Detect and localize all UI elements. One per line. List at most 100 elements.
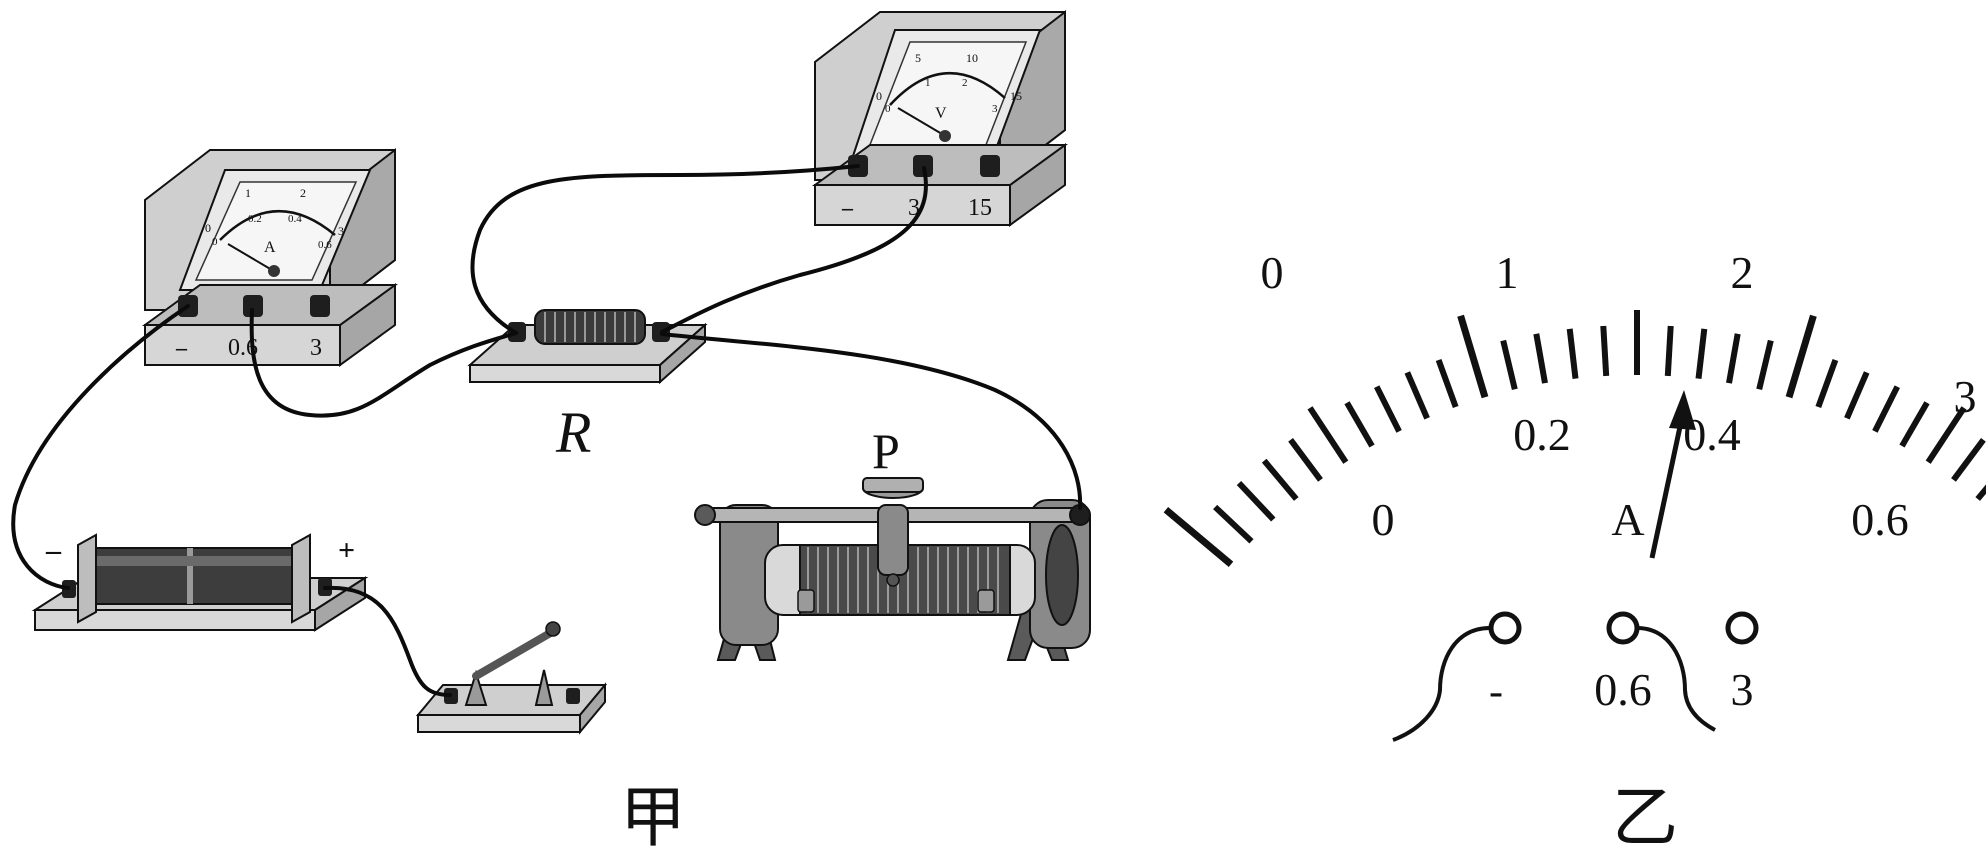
- meter-symbol: A: [1611, 494, 1644, 545]
- ammeter-terminal-label-minus: –: [175, 335, 188, 360]
- scale-tick: [1344, 401, 1375, 448]
- scale-bottom-label-3: 0.6: [1851, 494, 1909, 545]
- scale-tick: [1600, 325, 1610, 377]
- voltmeter-scale-top-3: 15: [1010, 89, 1022, 103]
- ammeter-pivot: [268, 265, 280, 277]
- scale-tick: [1785, 314, 1817, 399]
- scale-tick: [1163, 507, 1234, 567]
- scale-tick: [1236, 481, 1276, 522]
- wire-battery-to-switch: [323, 585, 452, 697]
- scale-top-label-3: 3: [1954, 371, 1977, 422]
- figure-a: 0 1 2 3 0 0.2 0.4 0.6 A – 0.6 3: [11, 9, 1091, 855]
- scale-tick: [1566, 328, 1579, 379]
- lead-wire-minus: [1392, 626, 1491, 742]
- voltmeter-scale-bottom-0: 0: [885, 103, 891, 115]
- scale-tick: [1457, 314, 1489, 399]
- terminal-label-0-6: 0.6: [1594, 664, 1652, 715]
- circuit-wires: [11, 164, 1083, 697]
- scale-tick: [1288, 438, 1323, 482]
- wire-voltmeter-to-resistor: [660, 166, 928, 334]
- battery-device: – +: [31, 533, 369, 632]
- scale-tick: [1815, 358, 1839, 409]
- scale-tick: [1899, 401, 1930, 448]
- ammeter-device: 0 1 2 3 0 0.2 0.4 0.6 A – 0.6 3: [141, 147, 399, 367]
- wire-resistor-to-voltmeter-minus: [470, 164, 860, 335]
- scale-top-label-1: 1: [1496, 247, 1519, 298]
- scale-tick: [1404, 371, 1430, 420]
- voltmeter-scale-bottom-3: 3: [992, 103, 998, 115]
- lead-wire-0-6: [1636, 626, 1716, 732]
- switch-lever: [472, 628, 556, 680]
- terminal-minus: [1488, 611, 1522, 645]
- terminal-label-3: 3: [1731, 664, 1754, 715]
- ammeter-terminal-3: [310, 295, 330, 317]
- scale-tick: [1533, 333, 1548, 384]
- scale-tick: [1664, 325, 1674, 377]
- scale-tick: [1500, 339, 1518, 390]
- scale-top-label-2: 2: [1731, 247, 1754, 298]
- ammeter-scale-top-2: 2: [300, 186, 306, 200]
- resistor-coil: [534, 309, 646, 345]
- scale-tick: [1307, 406, 1349, 464]
- figure-b-caption: 乙: [1612, 782, 1678, 855]
- battery-plus-label: +: [338, 534, 355, 567]
- voltmeter-scale-top-0: 0: [876, 89, 882, 103]
- ammeter-scale-bottom-2: 0.4: [288, 213, 302, 225]
- ammeter-scale-bottom-3: 0.6: [318, 239, 332, 251]
- ammeter-terminal-label-3: 3: [310, 335, 322, 361]
- scale-tick: [1435, 358, 1459, 409]
- scale-tick: [1951, 438, 1986, 482]
- voltmeter-pivot: [939, 130, 951, 142]
- scale-tick: [1261, 458, 1299, 501]
- scale-tick: [1726, 333, 1741, 384]
- voltmeter-device: 0 5 10 15 0 1 2 3 V – 3 15: [811, 9, 1069, 227]
- scale-bottom-label-1: 0.2: [1513, 409, 1571, 460]
- scale-tick: [1975, 484, 1986, 501]
- ammeter-terminal-0-6: [243, 295, 263, 317]
- voltmeter-scale-bottom-2: 2: [962, 77, 968, 89]
- scale-tick: [1213, 504, 1254, 544]
- wire-ammeter-to-battery: [11, 304, 190, 590]
- scale-tick: [1374, 385, 1402, 433]
- ammeter-scale-top-0: 0: [205, 221, 211, 235]
- voltmeter-symbol: V: [935, 105, 947, 122]
- scale-bottom-label-2: 0.4: [1683, 409, 1741, 460]
- scale-tick: [1695, 328, 1708, 379]
- rheostat-device: P: [694, 423, 1091, 661]
- terminal-3: [1725, 611, 1759, 645]
- switch-device: [415, 621, 608, 735]
- ammeter-scale-top-3: 3: [338, 224, 344, 238]
- voltmeter-needle: [897, 107, 943, 135]
- scale-bottom-label-0: 0: [1372, 494, 1395, 545]
- resistor-device: R: [467, 309, 708, 465]
- resistor-label: R: [555, 400, 591, 465]
- ammeter-needle: [227, 243, 273, 271]
- voltmeter-scale-top-1: 5: [915, 51, 921, 65]
- switch-terminal-right: [566, 688, 580, 704]
- meter-pointer: [1649, 390, 1696, 559]
- ammeter-scale-top-1: 1: [245, 186, 251, 200]
- scale-tick: [1872, 385, 1900, 433]
- voltmeter-terminal-label-15: 15: [968, 195, 992, 221]
- voltmeter-scale-top-2: 10: [966, 51, 978, 65]
- wire-ammeter-to-resistor: [249, 308, 518, 418]
- scale-tick: [1844, 371, 1870, 420]
- ammeter-scale-bottom-1: 0.2: [248, 213, 262, 225]
- voltmeter-scale-bottom-1: 1: [925, 77, 931, 89]
- rheostat-slider: [877, 504, 909, 576]
- scale-tick: [1756, 339, 1774, 390]
- figure-a-caption: 甲: [620, 782, 686, 855]
- scale-top-label-0: 0: [1261, 247, 1284, 298]
- battery-minus-label: –: [45, 534, 62, 567]
- terminal-label-minus: -: [1489, 669, 1503, 715]
- voltmeter-terminal-label-minus: –: [841, 195, 854, 220]
- meter-scale: [1163, 310, 1986, 567]
- ammeter-scale-bottom-0: 0: [212, 236, 218, 248]
- voltmeter-terminal-15: [980, 155, 1000, 177]
- terminal-0-6: [1606, 611, 1640, 645]
- figure-b: 0 1 2 3 0 0.2 0.4 0.6 A - 0.6 3 乙: [1163, 247, 1986, 855]
- scale-tick: [1925, 406, 1967, 464]
- voltmeter-terminal-3: [913, 155, 933, 177]
- rheostat-slider-label: P: [872, 423, 900, 479]
